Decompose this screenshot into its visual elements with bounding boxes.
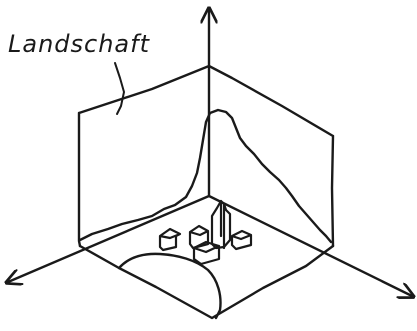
label-pointer xyxy=(115,63,124,114)
town-buildings xyxy=(160,226,251,264)
left-axis xyxy=(8,196,209,282)
mountain-profile xyxy=(80,110,331,242)
landschaft-label: Landschaft xyxy=(8,30,151,58)
ground-plane xyxy=(80,246,333,318)
back-right-wall xyxy=(209,66,333,246)
church-tower xyxy=(212,201,230,248)
right-axis xyxy=(209,196,412,296)
